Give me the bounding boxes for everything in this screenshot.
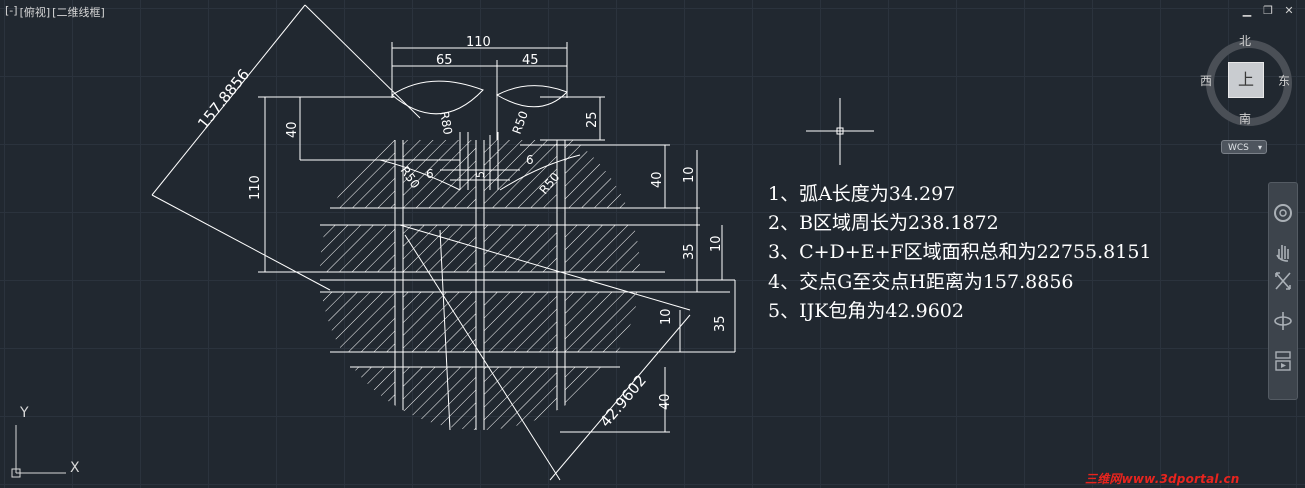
zoom-icon[interactable]: [1272, 269, 1294, 293]
dim-top-right[interactable]: 45: [522, 53, 539, 68]
ucs-y-label: Y: [20, 405, 29, 421]
viewcube-top-face[interactable]: 上: [1228, 62, 1264, 98]
dim-right-25[interactable]: 25: [585, 111, 600, 128]
dim-right-40[interactable]: 40: [650, 171, 665, 188]
dim-radius-r50a[interactable]: R50: [510, 109, 531, 136]
dim-diag-bottom[interactable]: 42.9602: [596, 371, 650, 430]
viewport-menu-button[interactable]: [-]: [5, 4, 18, 17]
note-line[interactable]: 3、C+D+E+F区域面积总和为22755.8151: [768, 241, 1152, 264]
steering-wheel-icon[interactable]: [1272, 201, 1294, 225]
compass-ring[interactable]: [1206, 40, 1292, 126]
dim-right-10a[interactable]: 10: [682, 166, 697, 183]
minimize-icon[interactable]: ▁: [1242, 4, 1252, 17]
watermark-logo: 三维网www.3dportal.cn: [1085, 472, 1240, 486]
ucs-icon: Y X: [10, 405, 90, 480]
dim-offset-5[interactable]: 5: [474, 171, 487, 178]
orbit-icon[interactable]: [1272, 309, 1294, 333]
note-line[interactable]: 4、交点G至交点H距离为157.8856: [768, 270, 1074, 293]
showmotion-icon[interactable]: [1272, 349, 1294, 373]
dim-offset-6b[interactable]: 6: [526, 153, 534, 167]
navigation-bar: [1268, 182, 1298, 400]
visual-style-menu-button[interactable]: [二维线框]: [52, 6, 105, 19]
note-line[interactable]: 5、IJK包角为42.9602: [768, 299, 964, 322]
apple-body: [320, 140, 640, 430]
ucs-x-label: X: [70, 460, 80, 476]
note-line[interactable]: 1、弧A长度为34.297: [768, 183, 956, 205]
compass-east[interactable]: 东: [1278, 74, 1291, 88]
dim-top-width[interactable]: 110: [466, 35, 491, 50]
compass-west[interactable]: 西: [1200, 74, 1213, 88]
annotation-notes: 1、弧A长度为34.297 2、B区域周长为238.1872 3、C+D+E+F…: [768, 180, 1152, 326]
dim-diag-top[interactable]: 157.8856: [194, 66, 253, 133]
dim-right-35a[interactable]: 35: [682, 243, 697, 260]
geometry-lines: [151, 4, 736, 481]
dim-top-left[interactable]: 65: [436, 53, 453, 68]
viewport-controls-label: [-] [俯视] [二维线框]: [5, 4, 105, 20]
pan-icon[interactable]: [1272, 239, 1294, 263]
dim-right-10c[interactable]: 10: [659, 308, 674, 325]
crosshair-cursor: [806, 98, 874, 165]
dim-right-35b[interactable]: 35: [713, 315, 728, 332]
compass-north[interactable]: 北: [1239, 34, 1252, 48]
compass-south[interactable]: 南: [1239, 112, 1252, 126]
viewcube[interactable]: 上 北 南 东 西: [1200, 32, 1292, 126]
restore-icon[interactable]: ❐: [1263, 4, 1273, 17]
dim-right-10b[interactable]: 10: [709, 235, 724, 252]
dim-left-upper[interactable]: 40: [285, 121, 300, 138]
wcs-menu-button[interactable]: WCS: [1221, 140, 1267, 155]
note-line[interactable]: 2、B区域周长为238.1872: [768, 212, 999, 235]
dim-left-height[interactable]: 110: [248, 175, 263, 200]
dim-bottom-40[interactable]: 40: [658, 393, 673, 410]
close-icon[interactable]: ✕: [1284, 4, 1294, 17]
view-menu-button[interactable]: [俯视]: [19, 6, 51, 19]
dim-radius-r80[interactable]: R80: [437, 110, 455, 136]
dim-offset-6a[interactable]: 6: [426, 167, 434, 181]
